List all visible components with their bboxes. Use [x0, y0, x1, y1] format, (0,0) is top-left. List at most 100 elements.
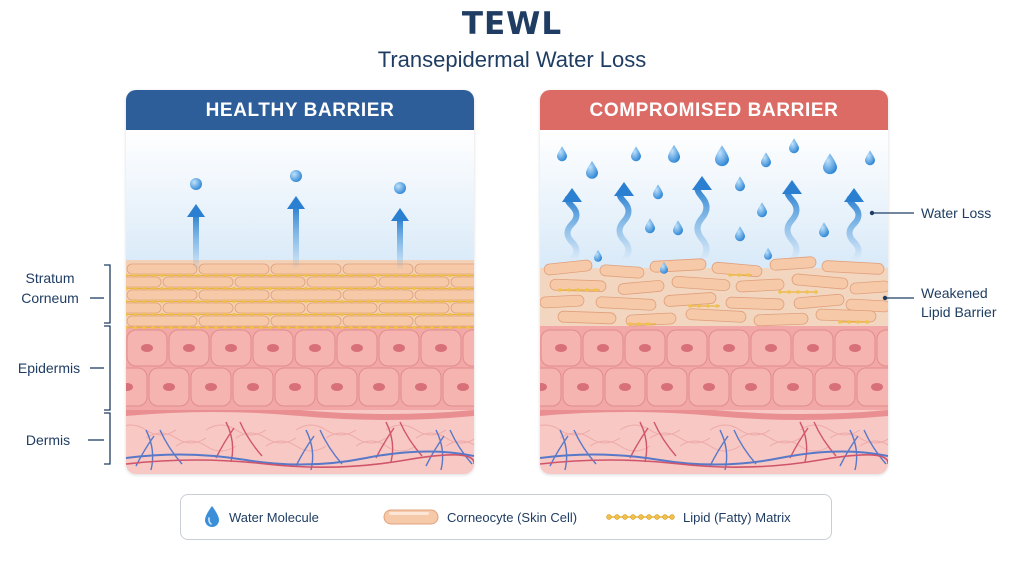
lipid-bead	[322, 325, 326, 330]
lipid-bead	[286, 312, 290, 317]
lipid-bead	[412, 325, 416, 330]
lipid-bead	[232, 312, 236, 317]
lipid-bead	[331, 286, 335, 291]
lipid-bead	[126, 273, 128, 278]
lipid-bead	[385, 286, 389, 291]
lipid-bead	[331, 273, 335, 278]
stratum-corneum-bracket	[104, 264, 111, 324]
lipid-bead	[856, 320, 860, 324]
water-loss-arrow-shaft	[293, 206, 299, 270]
lipid-bead	[205, 312, 209, 317]
lipid-bead	[178, 312, 182, 317]
lipid-bead	[865, 320, 869, 324]
lipid-bead	[439, 273, 443, 278]
compromised-barrier-header: COMPROMISED BARRIER	[540, 90, 888, 130]
lipid-bead	[187, 299, 191, 304]
nucleus	[597, 344, 609, 352]
lipid-bead	[160, 299, 164, 304]
corneocyte	[162, 302, 234, 314]
lipid-bead	[232, 325, 236, 330]
lipid-bead	[268, 325, 272, 330]
lipid-bead	[205, 299, 209, 304]
healthy-skin-illustration	[126, 130, 474, 474]
lipid-bead	[814, 290, 818, 294]
lipid-bead	[466, 312, 470, 317]
lipid-bead	[151, 286, 155, 291]
corneocyte	[793, 293, 845, 310]
lipid-bead	[205, 273, 209, 278]
lipid-bead	[126, 299, 128, 304]
water-drop	[673, 220, 683, 236]
corneocyte	[270, 263, 342, 275]
corneocyte	[198, 289, 270, 301]
lipid-bead	[466, 286, 470, 291]
lipid-bead	[187, 273, 191, 278]
water-loss-arrow-shaft	[616, 189, 632, 263]
water-drop-icon	[205, 506, 219, 527]
nucleus	[247, 383, 259, 391]
lipid-bead	[187, 312, 191, 317]
lipid-bead	[232, 286, 236, 291]
legend-label-water: Water Molecule	[229, 509, 319, 525]
lipid-bead	[448, 273, 452, 278]
compromised-skin-illustration	[540, 130, 888, 474]
lipid-bead	[313, 312, 317, 317]
water-loss-arrow-shaft	[694, 183, 710, 263]
lipid-bead	[151, 312, 155, 317]
lipid-bead	[304, 286, 308, 291]
lipid-bead	[142, 299, 146, 304]
lipid-bead	[457, 273, 461, 278]
lipid-bead	[133, 299, 137, 304]
lipid-bead	[160, 325, 164, 330]
lipid-bead	[322, 312, 326, 317]
epidermis-label: Epidermis	[17, 360, 81, 376]
lipid-bead	[322, 299, 326, 304]
nucleus	[457, 383, 469, 391]
water-loss-arrow-head	[844, 188, 864, 202]
nucleus	[540, 383, 547, 391]
nucleus	[435, 344, 447, 352]
epidermis-layer	[126, 326, 474, 410]
nucleus	[183, 344, 195, 352]
lipid-bead	[205, 286, 209, 291]
water-drop	[715, 145, 729, 167]
lipid-bead	[394, 312, 398, 317]
lipid-bead	[241, 325, 245, 330]
lipid-bead	[286, 299, 290, 304]
nucleus	[393, 344, 405, 352]
blood-vessel	[540, 450, 888, 466]
nucleus	[555, 344, 567, 352]
lipid-bead	[126, 312, 128, 317]
lipid-bead	[349, 299, 353, 304]
lipid-bead	[160, 273, 164, 278]
water-drop	[757, 202, 767, 218]
water-drop	[557, 146, 567, 162]
lipid-bead	[214, 299, 218, 304]
lipid-bead	[715, 304, 719, 308]
lipid-bead	[376, 325, 380, 330]
lipid-bead	[250, 325, 254, 330]
lipid-bead	[421, 273, 425, 278]
collagen-fiber	[355, 440, 417, 452]
lipid-bead	[412, 273, 416, 278]
lipid-bead	[205, 325, 209, 330]
lipid-bead	[196, 325, 200, 330]
lipid-bead	[133, 286, 137, 291]
lipid-bead	[349, 286, 353, 291]
corneocyte-icon	[383, 509, 439, 525]
corneocyte	[414, 315, 474, 327]
lipid-bead	[331, 299, 335, 304]
corneocyte	[342, 315, 414, 327]
weakened-lipid-barrier-callout: Weakened Lipid Barrier	[921, 285, 997, 320]
keratinocyte	[462, 329, 474, 367]
lipid-bead	[196, 299, 200, 304]
water-drop	[594, 250, 602, 262]
corneocyte	[378, 276, 450, 288]
lipid-bead	[340, 312, 344, 317]
corneocyte	[414, 289, 474, 301]
water-drop	[819, 222, 829, 238]
lipid-bead	[295, 312, 299, 317]
water-drop	[735, 176, 745, 192]
water-loss-arrow-shaft	[784, 187, 800, 263]
corneocyte	[234, 302, 306, 314]
